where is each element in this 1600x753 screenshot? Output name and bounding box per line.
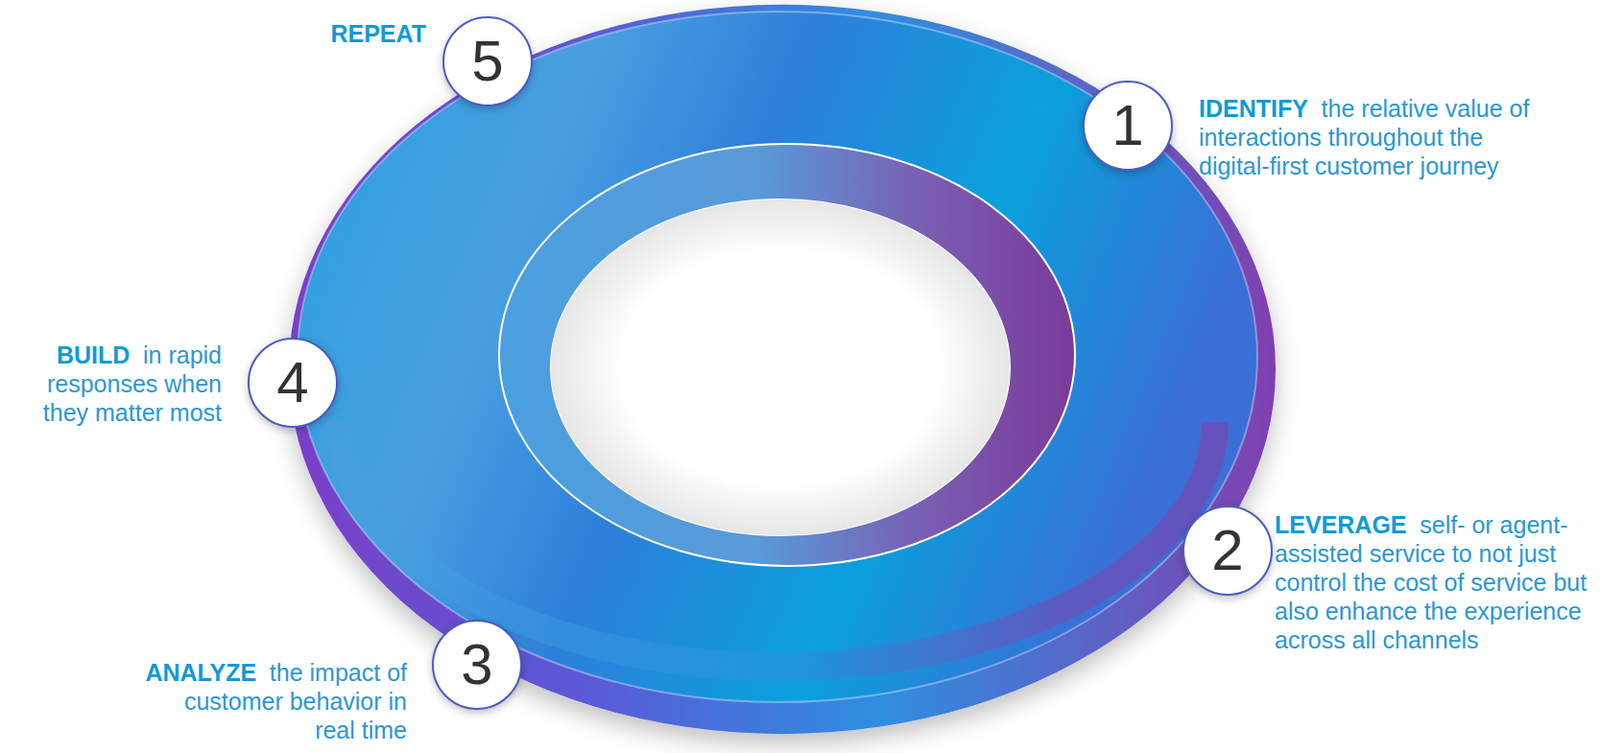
step-number: 1 bbox=[1084, 82, 1171, 169]
step-circle: 4BUILD in rapid responses when they matt… bbox=[247, 337, 338, 429]
step-label: BUILD in rapid responses when they matte… bbox=[12, 340, 222, 428]
step-heading: ANALYZE bbox=[144, 659, 257, 687]
step-heading: BUILD bbox=[56, 341, 130, 369]
step-label: ANALYZE the impact of customer behavior … bbox=[143, 658, 407, 745]
step-circle: 1IDENTIFY the relative value of interact… bbox=[1082, 80, 1173, 171]
step-number: 3 bbox=[433, 621, 521, 709]
step-number: 4 bbox=[249, 339, 336, 427]
step-number: 5 bbox=[444, 18, 531, 105]
step-label: LEVERAGE self- or agent-assisted service… bbox=[1274, 510, 1595, 655]
step-number: 2 bbox=[1184, 507, 1271, 595]
step-heading: LEVERAGE bbox=[1274, 511, 1408, 539]
step-circle: 2LEVERAGE self- or agent-assisted servic… bbox=[1182, 505, 1273, 597]
step-circle: 5REPEAT bbox=[442, 16, 533, 107]
step-label: IDENTIFY the relative value of interacti… bbox=[1198, 94, 1550, 181]
step-circle: 3ANALYZE the impact of customer behavior… bbox=[431, 620, 523, 711]
step-heading: IDENTIFY bbox=[1198, 95, 1309, 122]
step-label: REPEAT bbox=[234, 19, 427, 48]
step-heading: REPEAT bbox=[330, 20, 427, 48]
